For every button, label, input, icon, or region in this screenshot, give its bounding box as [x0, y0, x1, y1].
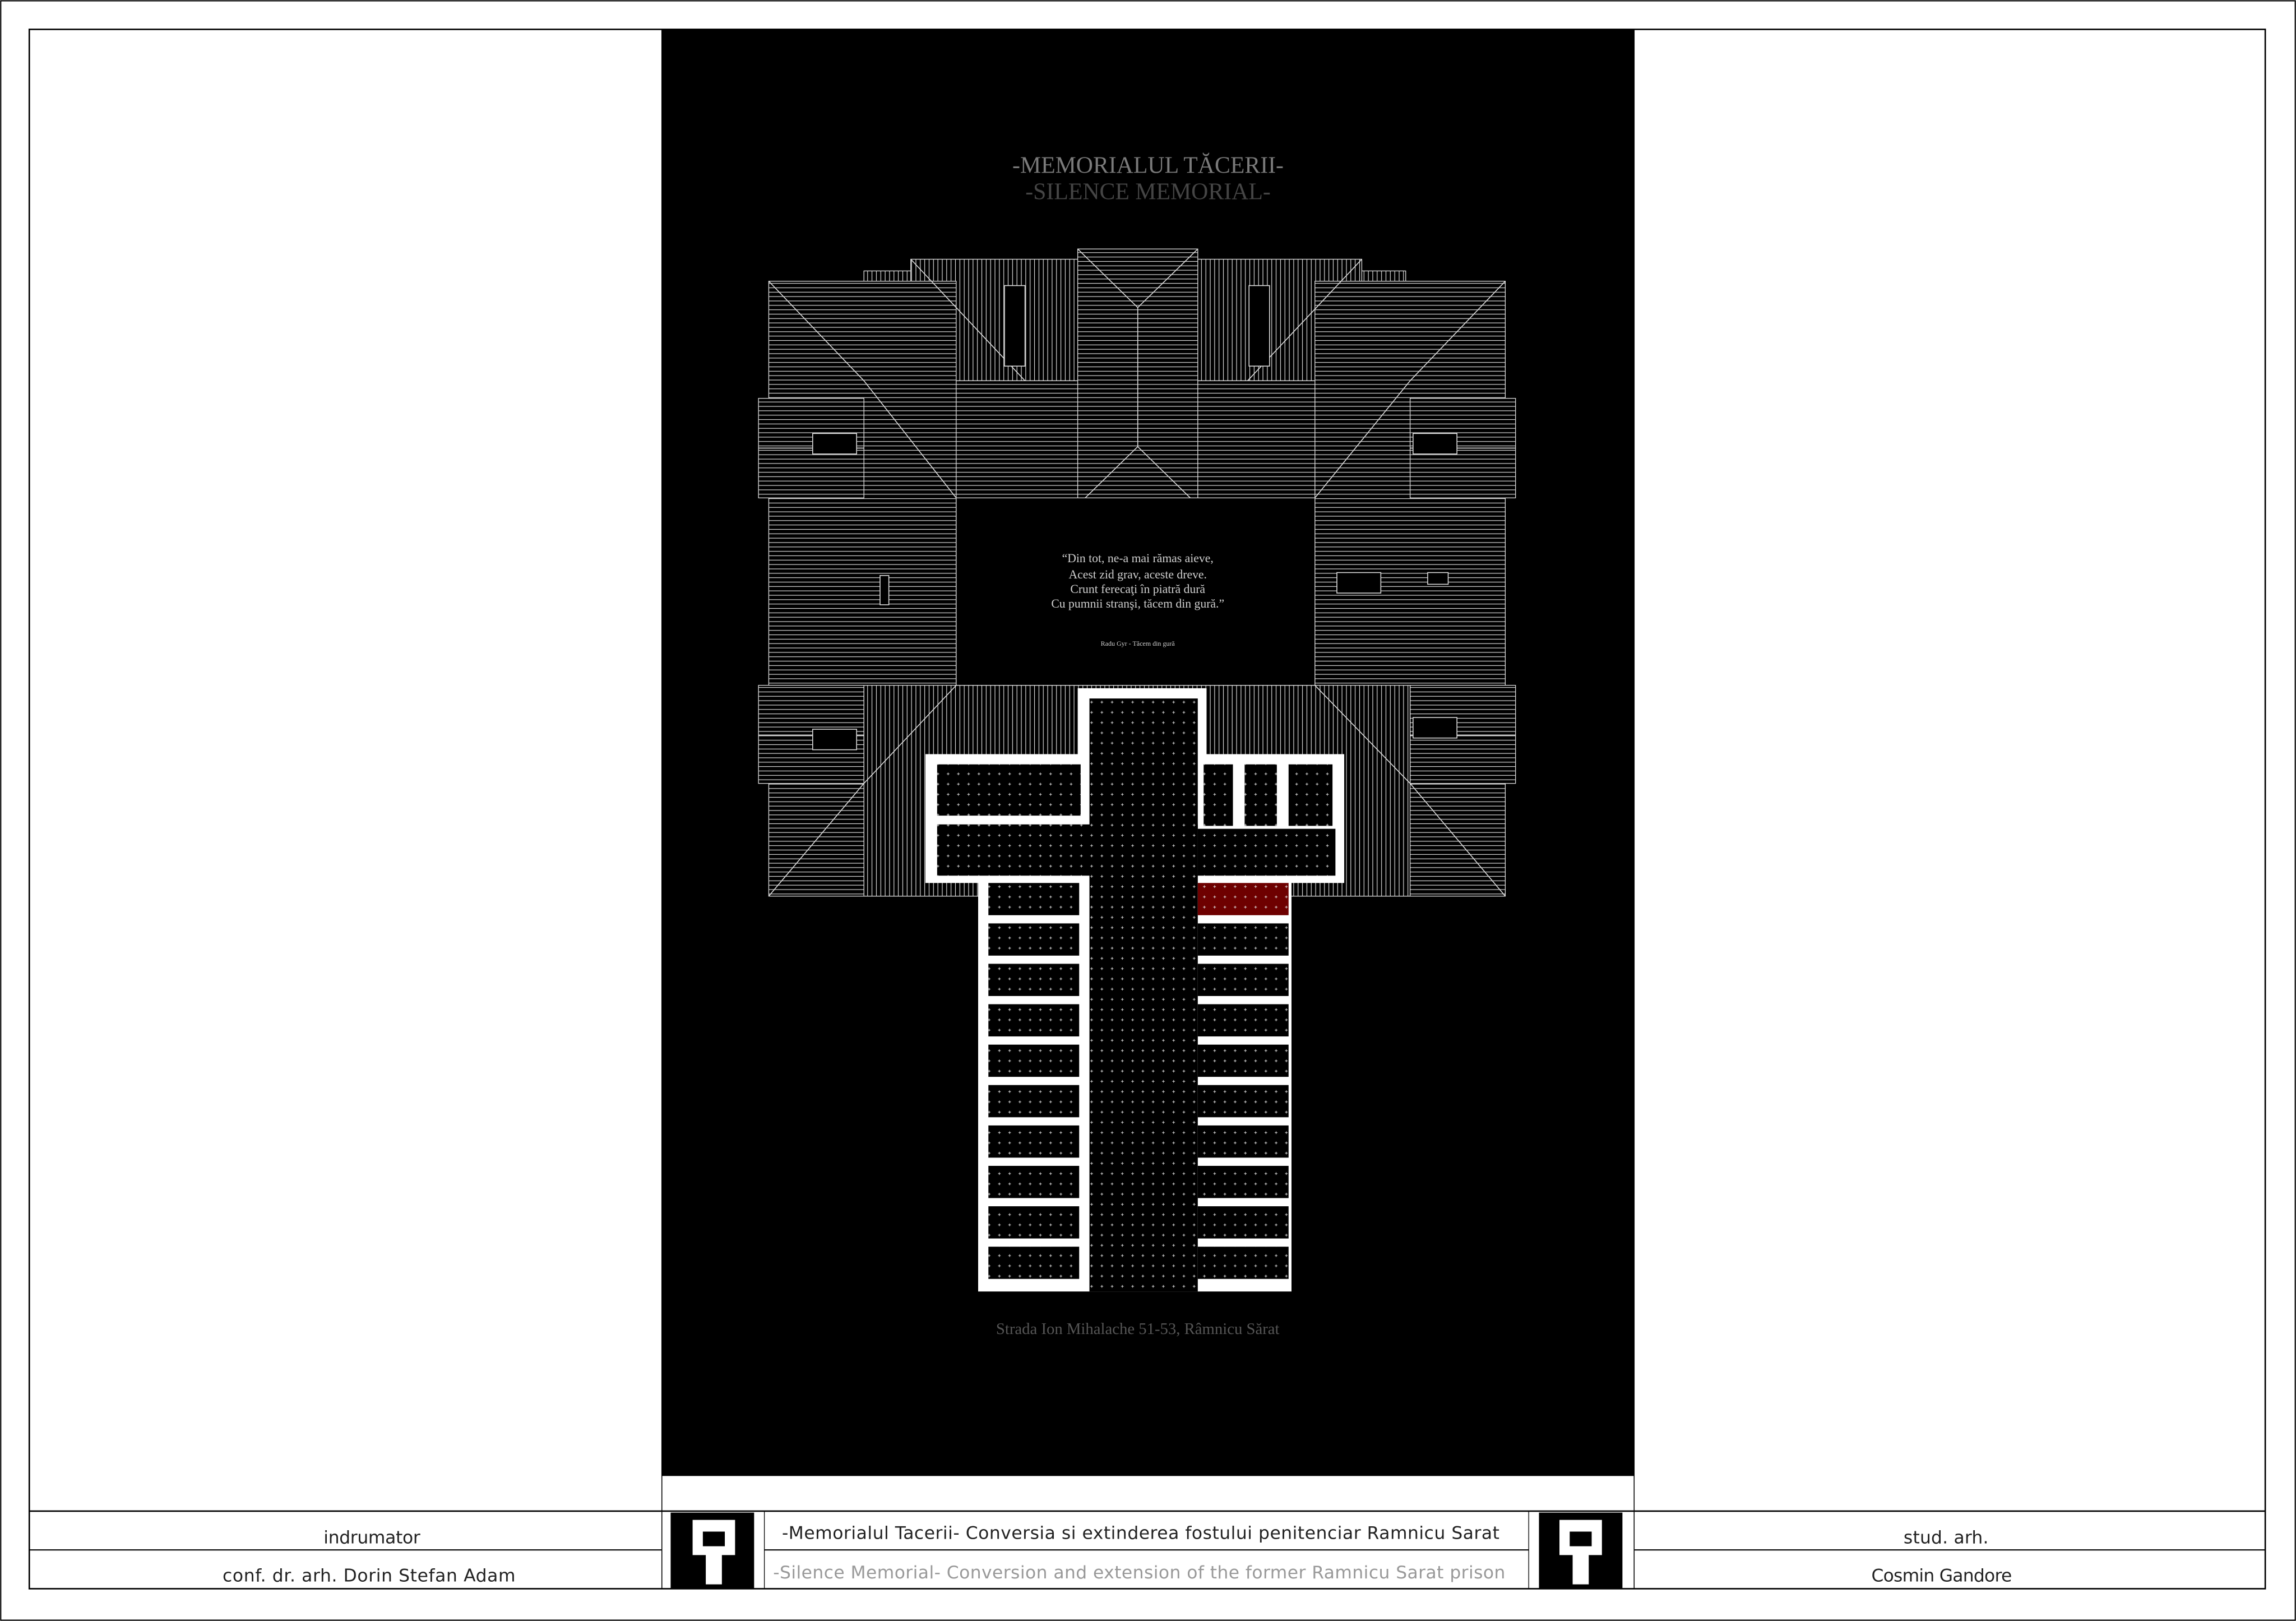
poem-line: “Din tot, ne-a mai rămas aieve, [1062, 552, 1214, 565]
drawing-title-en: -SILENCE MEMORIAL- [1025, 179, 1271, 205]
project-title-ro: -Memorialul Tacerii- Conversia si extind… [782, 1523, 1499, 1544]
prison-cell [988, 1125, 1080, 1158]
student-name: Cosmin Gandore [1871, 1566, 2012, 1586]
advisor-label: indrumator [323, 1527, 420, 1548]
title-block: indrumator conf. dr. arh. Dorin Stefan A… [29, 1510, 2266, 1589]
prison-cell [988, 1044, 1080, 1077]
prison-cell [1197, 1165, 1289, 1198]
prison-cell [1197, 1125, 1289, 1158]
prison-cell [988, 964, 1080, 996]
prison-cell [988, 923, 1080, 956]
prison-cell [1197, 923, 1289, 956]
logo-right [1539, 1512, 1623, 1589]
poem-attribution: Radu Gyr - Tăcem din gură [1101, 640, 1175, 647]
prison-cell [988, 1206, 1080, 1239]
prison-cell [1197, 1247, 1289, 1279]
courtyard [956, 497, 1316, 686]
prison-cell [1197, 964, 1289, 996]
prison-cell [1197, 1206, 1289, 1239]
drawing-title-ro: -MEMORIALUL TĂCERII- [1012, 152, 1284, 178]
logo-left [670, 1512, 754, 1589]
prison-cell [988, 1085, 1080, 1118]
highlighted-cell [1197, 883, 1289, 915]
poem-line: Cu pumnii stranşi, tăcem din gură.” [1051, 597, 1224, 610]
project-title-en: -Silence Memorial- Conversion and extens… [773, 1563, 1505, 1583]
prison-cell [1197, 1004, 1289, 1037]
prison-cell [988, 883, 1080, 915]
prison-cell [988, 1004, 1080, 1037]
floor-plan [925, 688, 1345, 1292]
poem-line: Acest zid grav, aceste dreve. [1068, 568, 1207, 581]
poem: “Din tot, ne-a mai rămas aieve, Acest zi… [1051, 552, 1224, 610]
prison-cell [988, 1247, 1080, 1279]
prison-cell [1197, 1085, 1289, 1118]
poem-line: Crunt ferecaţi în piatră dură [1070, 582, 1205, 596]
prison-cell [1197, 1044, 1289, 1077]
address: Strada Ion Mihalache 51-53, Râmnicu Săra… [996, 1320, 1280, 1338]
prison-cell [988, 1165, 1080, 1198]
student-label: stud. arh. [1904, 1527, 1989, 1548]
advisor-name: conf. dr. arh. Dorin Stefan Adam [223, 1566, 515, 1586]
